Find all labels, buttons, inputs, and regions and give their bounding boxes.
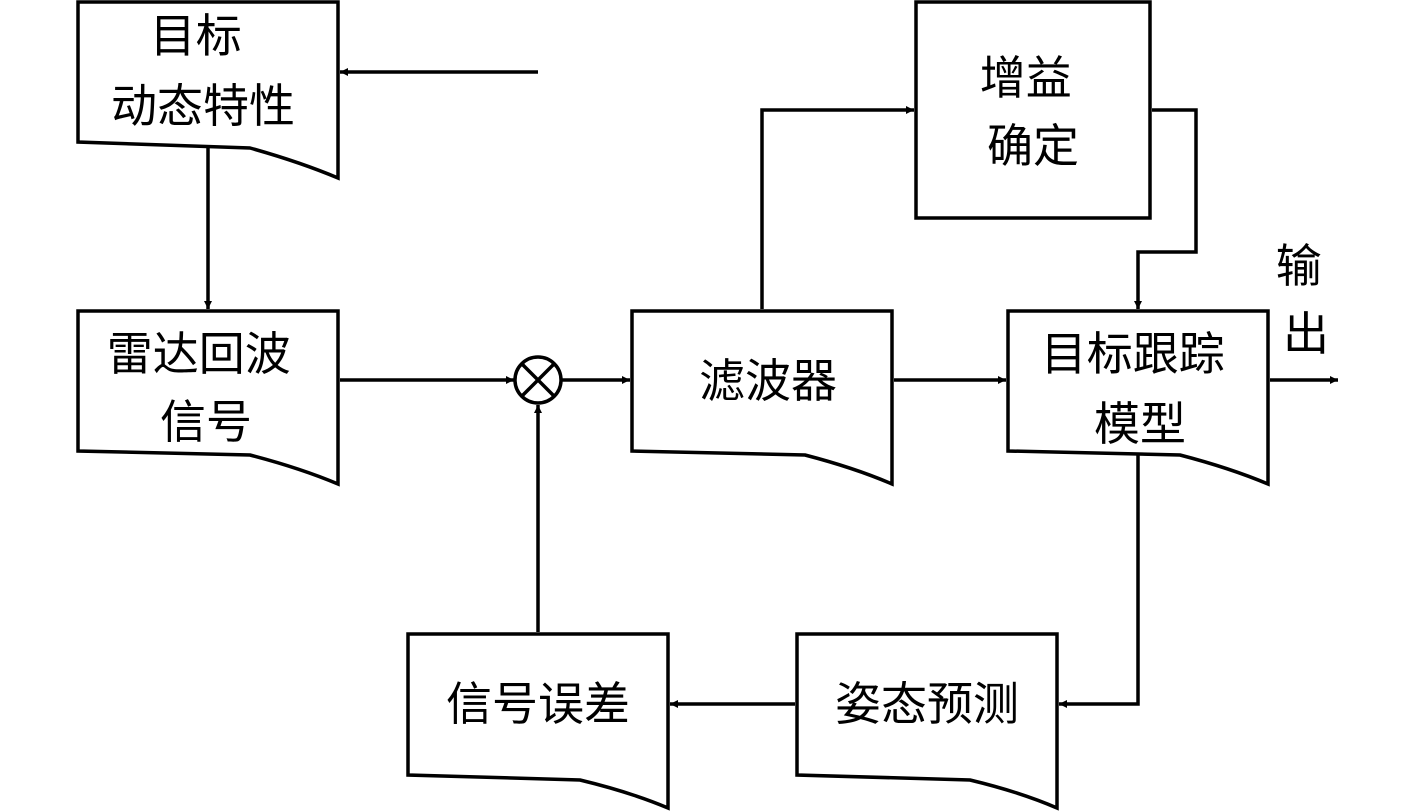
radar-echo-block: 雷达回波 信号 [76, 309, 340, 487]
arrow-filter-to-gain [760, 106, 914, 309]
summing-junction [513, 355, 563, 405]
signal-error-label: 信号误差 [446, 677, 630, 731]
target-dynamics-line-1: 目标 [150, 9, 242, 63]
output-label: 输 出 [1276, 239, 1337, 361]
output-label-char-1: 输 [1276, 239, 1322, 293]
radar-echo-line-1: 雷达回波 [107, 327, 291, 381]
attitude-predict-block: 姿态预测 [795, 632, 1059, 811]
signal-error-block: 信号误差 [406, 632, 670, 811]
attitude-predict-label: 姿态预测 [835, 677, 1019, 731]
tracking-model-line-2: 模型 [1094, 397, 1186, 451]
filter-label: 滤波器 [699, 354, 837, 408]
gain-block: 增益 确定 [914, 0, 1152, 220]
svg-text:目标 动态特性: 目标 动态特性 [111, 9, 295, 133]
gain-line-2: 确定 [987, 119, 1079, 173]
radar-echo-line-2: 信号 [160, 395, 252, 449]
target-dynamics-block: 目标 动态特性 [76, 0, 340, 181]
output-label-char-2: 出 [1283, 307, 1329, 361]
arrow-tracking-to-attitude [1059, 455, 1140, 708]
arrow-gain-to-tracking [1134, 108, 1198, 309]
svg-text:滤波器: 滤波器 [699, 354, 837, 408]
tracking-model-block: 目标跟踪 模型 [1006, 309, 1270, 487]
tracking-model-line-1: 目标跟踪 [1041, 327, 1225, 381]
target-dynamics-line-2: 动态特性 [111, 79, 295, 133]
svg-text:增益 确定: 增益 确定 [980, 51, 1087, 173]
svg-text:姿态预测: 姿态预测 [835, 677, 1019, 731]
gain-line-1: 增益 [980, 51, 1072, 105]
svg-text:雷达回波 信号: 雷达回波 信号 [107, 327, 306, 449]
svg-text:目标跟踪 模型: 目标跟踪 模型 [1041, 327, 1240, 451]
svg-text:信号误差: 信号误差 [446, 677, 630, 731]
filter-block: 滤波器 [630, 309, 894, 487]
